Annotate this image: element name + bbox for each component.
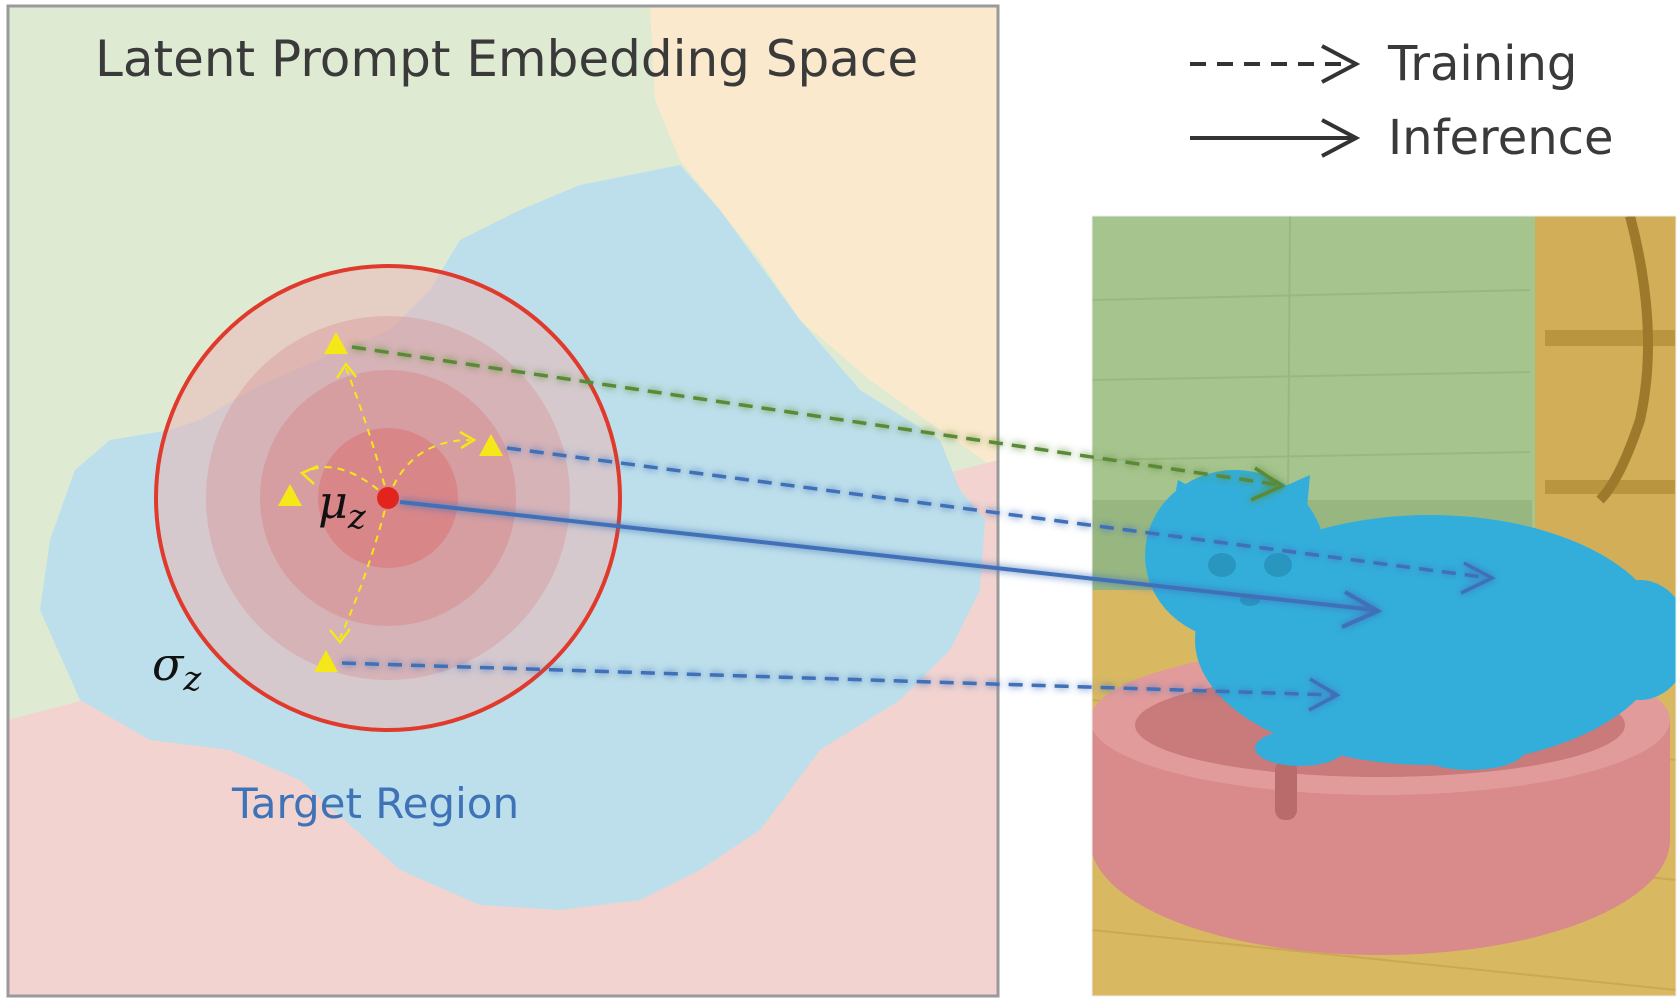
sample-arrow-down xyxy=(339,497,389,639)
training-arrows xyxy=(341,345,1496,712)
sample-triangle-1 xyxy=(324,332,348,354)
region-orange xyxy=(650,6,998,470)
sample-triangle-3 xyxy=(278,484,302,506)
training-arrow-blue-2 xyxy=(341,661,1336,697)
distribution-boundary xyxy=(154,264,622,732)
segmented-photo xyxy=(1092,216,1676,996)
mu-z-label: μz xyxy=(318,475,367,537)
legend: Training Inference xyxy=(1190,36,1614,166)
photo-frame xyxy=(1091,215,1677,997)
sample-arrow-up xyxy=(345,367,389,499)
inference-arrow xyxy=(399,500,1383,629)
panel-title: Latent Prompt Embedding Space xyxy=(95,30,918,88)
training-arrow-green xyxy=(351,345,1281,487)
sampling-arrowheads xyxy=(299,361,477,644)
legend-inference-label: Inference xyxy=(1388,110,1614,166)
sample-triangle-4 xyxy=(314,650,338,672)
sample-triangle-2 xyxy=(479,434,503,456)
legend-inference: Inference xyxy=(1190,110,1614,166)
sample-arrow-right xyxy=(387,439,471,499)
sigma-z-label: σz xyxy=(152,637,202,699)
segment-cat xyxy=(1145,470,1676,770)
legend-training: Training xyxy=(1190,36,1577,92)
latent-space-panel xyxy=(8,6,998,996)
legend-training-label: Training xyxy=(1387,36,1577,92)
mean-dot xyxy=(377,487,399,509)
training-arrow-blue-1 xyxy=(506,446,1491,580)
latent-space-border xyxy=(6,4,1000,998)
sample-markers xyxy=(278,332,503,672)
target-region-label: Target Region xyxy=(231,779,519,828)
